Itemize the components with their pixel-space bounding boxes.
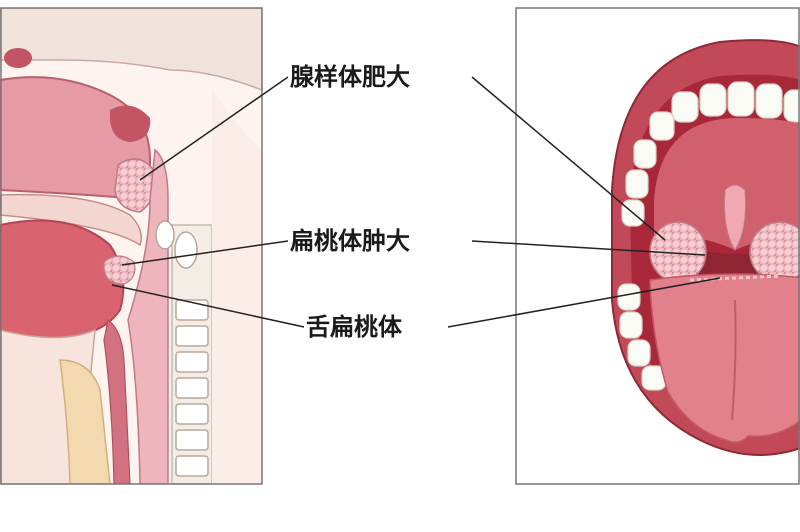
left-panel-frame	[0, 7, 263, 485]
atlas-vertebra	[155, 220, 175, 250]
leader-tonsil-right	[471, 240, 706, 256]
sagittal-section-panel	[0, 8, 262, 484]
leader-lingual-right	[447, 277, 721, 328]
uvula	[724, 184, 746, 251]
axis-vertebra	[174, 231, 198, 269]
tongue	[649, 273, 800, 443]
leader-adenoid-left	[139, 76, 289, 181]
turbinate-upper	[4, 48, 32, 68]
open-mouth-panel	[516, 8, 800, 484]
epiglottis	[103, 318, 131, 484]
tongue-groove	[731, 299, 737, 421]
lingual-tonsil	[689, 274, 781, 282]
adenoid-hypertrophy-label: 腺样体肥大	[288, 62, 412, 92]
leader-lines	[111, 76, 721, 328]
lower-teeth	[617, 283, 667, 391]
leader-tonsil-left	[121, 240, 289, 266]
upper-teeth	[621, 81, 800, 227]
lingual-tonsil-label: 舌扁桃体	[304, 312, 404, 342]
leader-lingual-left	[111, 284, 305, 328]
leader-adenoid-right	[471, 76, 666, 241]
hard-palate	[654, 118, 800, 250]
vertebrae	[175, 299, 209, 477]
skull-base	[0, 8, 262, 91]
neck-soft-tissue	[212, 90, 262, 484]
palatine-tonsil-sagittal	[103, 255, 136, 285]
right-panel-frame	[515, 7, 800, 485]
nasal-cavity	[0, 76, 151, 202]
sphenoid-sinus	[109, 105, 151, 142]
tonsil-enlargement-label: 扁桃体肿大	[288, 226, 412, 256]
